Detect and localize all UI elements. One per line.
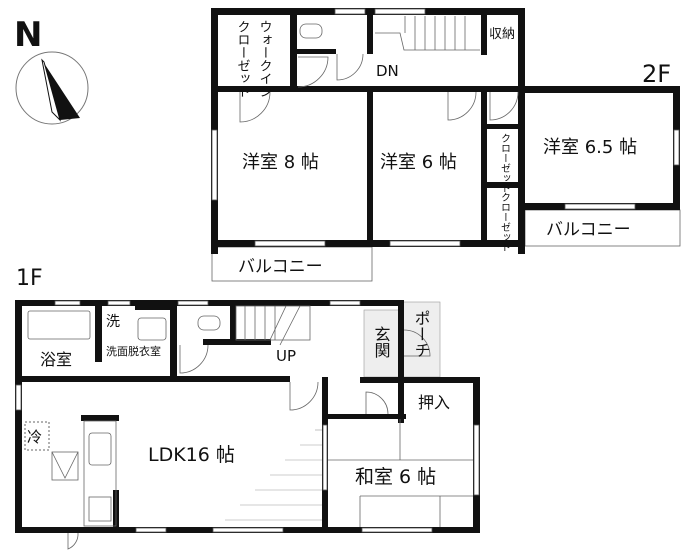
balcony-right-label: バルコニー — [546, 220, 631, 240]
bath-label: 浴室 — [40, 350, 72, 369]
floor-2f-label: 2F — [642, 60, 671, 88]
floor-1f: 1F — [15, 266, 480, 550]
walkin-closet-label-b: クローゼット — [235, 20, 251, 98]
porch-area — [399, 301, 441, 378]
compass: N — [14, 15, 89, 125]
stove-icon — [88, 496, 112, 522]
walkin-closet-label-a: ウォークイン — [257, 20, 272, 98]
floor-1f-label: 1F — [16, 266, 43, 291]
fridge-space — [24, 421, 50, 451]
balcony-left-label: バルコニー — [238, 257, 323, 277]
bathtub-icon — [27, 310, 91, 340]
ldk-label: LDK16 帖 — [148, 444, 235, 466]
washroom-label: 洗面脱衣室 — [106, 344, 161, 358]
closet-label-1: クローゼット — [499, 133, 511, 193]
compass-circle — [15, 51, 89, 125]
washer-label: 洗 — [106, 314, 120, 330]
stairs-up-label: UP — [276, 347, 296, 365]
oshiire-label: 押入 — [418, 393, 450, 412]
toilet-icon — [299, 23, 323, 39]
kitchen-counter — [83, 420, 117, 527]
refrigerator-icon — [51, 451, 79, 481]
fridge-label: 冷 — [27, 428, 42, 446]
kitchen-sink-icon — [88, 432, 112, 466]
western-room-6-label: 洋室 6 帖 — [380, 152, 457, 173]
closet-label-2: クローゼット — [499, 192, 511, 252]
compass-needle-icon — [42, 60, 80, 120]
western-room-8-label: 洋室 8 帖 — [242, 152, 319, 173]
western-room-6-5-label: 洋室 6.5 帖 — [543, 137, 637, 158]
japanese-room-label: 和室 6 帖 — [355, 466, 436, 488]
stairs-down-label: DN — [376, 62, 399, 80]
stairs-1f — [235, 305, 311, 346]
sink-icon — [137, 317, 167, 341]
stairs-2f — [375, 16, 480, 51]
tatami-lines — [328, 419, 473, 527]
storage-label: 収納 — [489, 27, 515, 42]
porch-label: ポーチ — [412, 310, 431, 358]
stair-hatch — [225, 429, 322, 521]
toilet-icon — [197, 315, 221, 331]
entrance-label: 玄関 — [372, 326, 391, 359]
floor-2f: 2F — [211, 8, 681, 282]
north-label: N — [14, 15, 42, 55]
